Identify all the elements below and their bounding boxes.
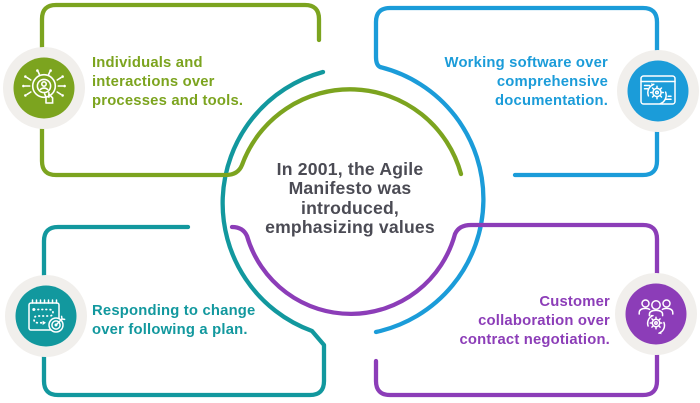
collaboration-text-line: collaboration over — [478, 313, 610, 329]
center-statement-line: Manifesto was — [288, 178, 412, 199]
responding-text: Responding to change over following a pl… — [92, 302, 255, 340]
collaboration-text: Customer collaboration over contract neg… — [459, 293, 610, 350]
working-software-text-line: Working software over — [444, 55, 608, 71]
working-software-text-line: comprehensive — [496, 74, 608, 90]
working-software-text-line: documentation. — [495, 93, 608, 109]
plan-target-badge — [5, 275, 87, 357]
individuals-text-line: Individuals and — [92, 55, 203, 71]
collaboration-badge — [615, 273, 697, 355]
working-software-text: Working software over comprehensive docu… — [445, 54, 608, 111]
interaction-idea-badge — [3, 47, 85, 129]
responding-text-line: over following a plan. — [92, 322, 248, 338]
responding-text-line: Responding to change — [92, 303, 256, 319]
responding-card-outline — [41, 69, 327, 398]
center-statement-line: emphasizing values — [265, 217, 435, 238]
interaction-idea-icon — [22, 69, 66, 104]
collaboration-card-outline — [229, 222, 660, 398]
working-software-icon — [640, 75, 676, 105]
individuals-card-outline — [39, 2, 464, 178]
collaboration-text-line: contract negotiation. — [459, 332, 610, 348]
collaboration-text-line: Customer — [539, 294, 610, 310]
individuals-text: Individuals and interactions over proces… — [92, 54, 243, 111]
center-statement-line: In 2001, the Agile — [276, 159, 424, 179]
collaboration-icon — [638, 299, 674, 335]
individuals-text-line: processes and tools. — [92, 93, 244, 109]
plan-target-icon — [28, 299, 66, 333]
individuals-text-line: interactions over — [92, 74, 215, 90]
working-software-badge — [617, 50, 699, 132]
center-statement: In 2001, the Agile Manifesto was introdu… — [255, 159, 445, 238]
working-software-card-outline — [373, 5, 660, 335]
center-statement-line: introduced, — [301, 197, 399, 218]
